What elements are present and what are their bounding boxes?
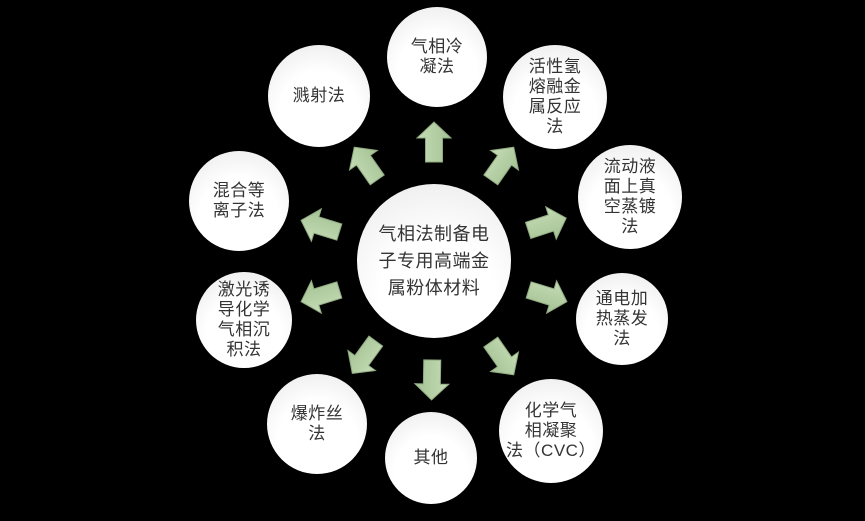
diagram-node: 化学气 相凝聚 法（CVC） — [499, 379, 603, 483]
node-label: 活性氢 熔融金 属反应 法 — [528, 57, 582, 136]
diagram-node: 激光诱 导化学 气相沉 积法 — [196, 272, 292, 368]
node-label: 流动液 面上真 空蒸镀 法 — [603, 157, 657, 236]
node-label: 激光诱 导化学 气相沉 积法 — [217, 280, 271, 359]
node-label: 其他 — [413, 448, 449, 467]
node-label: 化学气 相凝聚 法（CVC） — [506, 401, 596, 460]
arrow-icon — [347, 335, 384, 375]
diagram-node: 活性氢 熔融金 属反应 法 — [503, 45, 607, 149]
diagram-node: 爆炸丝 法 — [267, 374, 367, 474]
node-label: 通电加 热蒸发 法 — [595, 289, 649, 348]
arrow-icon — [348, 146, 385, 186]
diagram-node: 气相冷 凝法 — [387, 7, 487, 107]
arrow-icon — [413, 359, 451, 401]
arrow-icon — [300, 279, 343, 315]
arrow-icon — [483, 146, 520, 186]
arrow-icon — [525, 279, 568, 315]
arrow-icon — [415, 121, 453, 163]
diagram-node: 通电加 热蒸发 法 — [576, 273, 668, 365]
diagram-node: 其他 — [385, 412, 477, 504]
diagram-center-node: 气相法制备电 子专用高端金 属粉体材料 — [357, 184, 511, 338]
center-node-label: 气相法制备电 子专用高端金 属粉体材料 — [378, 223, 490, 298]
arrow-icon — [483, 336, 520, 376]
diagram-node: 混合等 离子法 — [189, 151, 289, 251]
node-label: 溅射法 — [292, 86, 346, 105]
node-label: 气相冷 凝法 — [410, 37, 464, 76]
arrow-icon — [524, 205, 567, 241]
diagram-node: 流动液 面上真 空蒸镀 法 — [578, 145, 682, 249]
arrow-icon — [300, 207, 343, 243]
node-label: 混合等 离子法 — [212, 181, 266, 220]
diagram-node: 溅射法 — [268, 45, 370, 147]
node-label: 爆炸丝 法 — [290, 404, 344, 443]
